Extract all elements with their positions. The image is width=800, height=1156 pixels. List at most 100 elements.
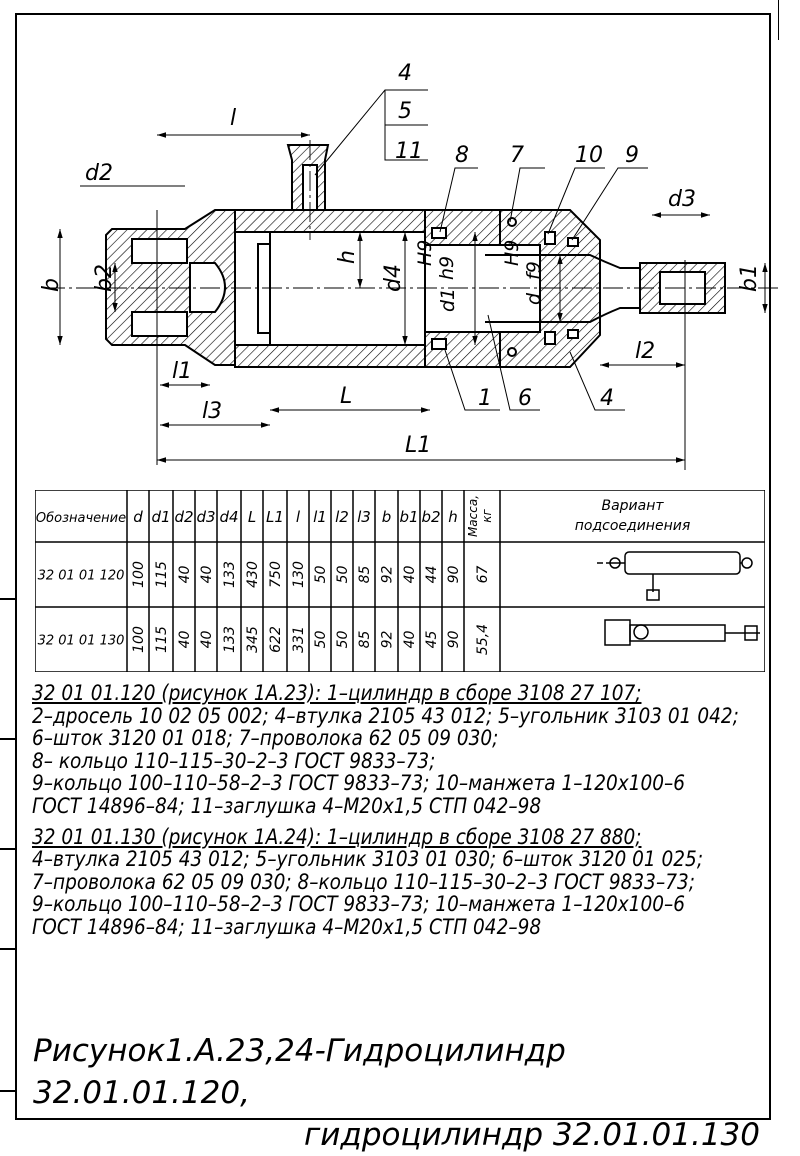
note-heading: 32 01 01.120 (рисунок 1А.23): 1–цилиндр … bbox=[32, 681, 642, 706]
note-heading: 32 01 01.130 (рисунок 1А.24): 1–цилиндр … bbox=[32, 824, 642, 850]
note-line: ГОСТ 14896–84; 11–заглушка 4–М20х1,5 СТП… bbox=[32, 793, 542, 819]
frame-edge-line bbox=[778, 0, 779, 40]
table-cell: 85 bbox=[357, 566, 373, 584]
table-cell: 90 bbox=[446, 566, 462, 584]
table-header: кг bbox=[480, 509, 494, 523]
fit-label: d bbox=[523, 292, 545, 305]
leader-label: 11 bbox=[395, 139, 423, 164]
table-cell: 50 bbox=[313, 566, 329, 584]
caption-line: Рисунок1.А.23,24-Гидроцилиндр 32.01.01.1… bbox=[33, 1033, 566, 1111]
table-cell: 115 bbox=[154, 561, 170, 588]
margin-mark bbox=[0, 598, 15, 600]
table-cell: 50 bbox=[335, 566, 351, 584]
fit-label: H9 bbox=[501, 240, 523, 266]
table-cell: 115 bbox=[154, 626, 170, 653]
table-header: L1 bbox=[266, 508, 284, 526]
leader-label: 4 bbox=[600, 386, 614, 411]
table-cell: 331 bbox=[291, 626, 307, 653]
table-header: Обозначение bbox=[36, 511, 126, 526]
table-cell: 32 01 01 120 bbox=[38, 569, 125, 584]
table-cell: 50 bbox=[313, 631, 329, 649]
table-header: l2 bbox=[335, 508, 349, 526]
note-line: 8– кольцо 110–115–30–2–3 ГОСТ 9833–73; bbox=[32, 748, 436, 774]
table-cell: 40 bbox=[177, 566, 193, 584]
leader-label: 8 bbox=[455, 143, 469, 168]
table-header: l bbox=[296, 508, 301, 526]
dim-label: d4 bbox=[381, 264, 406, 292]
table-cell: 750 bbox=[268, 561, 284, 588]
fit-label: d1 bbox=[437, 288, 459, 312]
table-cell: 40 bbox=[402, 631, 418, 649]
dim-label: l3 bbox=[202, 399, 222, 424]
dim-label: L bbox=[340, 384, 352, 409]
margin-mark bbox=[0, 1090, 15, 1092]
table-header: Вариант bbox=[601, 498, 664, 514]
dim-label: L1 bbox=[405, 433, 431, 458]
table-cell: 100 bbox=[131, 626, 147, 653]
table-header: d1 bbox=[151, 508, 170, 526]
table-cell: 40 bbox=[177, 631, 193, 649]
table-cell: 133 bbox=[222, 561, 238, 588]
leader-label: 1 bbox=[478, 386, 492, 411]
leader-label: 7 bbox=[510, 143, 524, 168]
fit-label: f9 bbox=[523, 261, 545, 280]
table-header: b2 bbox=[421, 508, 440, 526]
table-header: l3 bbox=[357, 508, 371, 526]
note-line: 7–проволока 62 05 09 030; 8–кольцо 110–1… bbox=[32, 869, 695, 895]
table-cell: 45 bbox=[424, 631, 440, 649]
fit-label: H9 bbox=[414, 240, 436, 266]
dim-label: b1 bbox=[737, 264, 762, 292]
table-header: b1 bbox=[399, 508, 418, 526]
leader-label: 5 bbox=[398, 99, 412, 124]
table-header: h bbox=[448, 508, 458, 526]
leader-label: 6 bbox=[518, 386, 532, 411]
table-header: l1 bbox=[313, 508, 327, 526]
variant-sketch bbox=[597, 551, 753, 601]
table-cell: 430 bbox=[245, 561, 261, 588]
dim-label: h bbox=[335, 250, 360, 264]
table-cell: 40 bbox=[402, 566, 418, 584]
leader-label: 10 bbox=[575, 143, 603, 168]
table-header: Масса, bbox=[466, 495, 480, 537]
table-header: d2 bbox=[174, 508, 193, 526]
parts-notes: 32 01 01.120 (рисунок 1А.23): 1–цилиндр … bbox=[32, 681, 739, 940]
margin-mark bbox=[0, 738, 15, 740]
table-header: L bbox=[248, 508, 256, 526]
table-cell: 92 bbox=[380, 631, 396, 649]
table-header: b bbox=[382, 508, 392, 526]
dim-label: d2 bbox=[85, 161, 113, 186]
dim-label: b bbox=[39, 278, 64, 292]
leader-label: 4 bbox=[398, 61, 412, 86]
variant-sketch bbox=[604, 619, 760, 646]
drawing-frame bbox=[15, 13, 771, 1120]
table-cell: 90 bbox=[446, 631, 462, 649]
table-header: d bbox=[133, 508, 143, 526]
table-cell: 133 bbox=[222, 626, 238, 653]
dim-label: b2 bbox=[92, 264, 117, 292]
table-cell: 67 bbox=[475, 566, 491, 584]
margin-mark bbox=[0, 848, 15, 850]
table-cell: 40 bbox=[199, 631, 215, 649]
note-line: ГОСТ 14896–84; 11–заглушка 4–М20х1,5 СТП… bbox=[32, 914, 542, 940]
caption-line: гидроцилиндр 32.01.01.130 bbox=[303, 1117, 760, 1153]
table-cell: 44 bbox=[424, 566, 440, 584]
note-line: 4–втулка 2105 43 012; 5–угольник 3103 01… bbox=[32, 847, 704, 873]
fit-label: h9 bbox=[436, 256, 458, 280]
table-cell: 32 01 01 130 bbox=[38, 634, 125, 649]
dim-label: l bbox=[230, 106, 236, 131]
table-cell: 130 bbox=[291, 561, 307, 588]
note-line: 9–кольцо 100–110–58–2–3 ГОСТ 9833–73; 10… bbox=[32, 892, 686, 918]
dim-label: l1 bbox=[172, 359, 192, 384]
table-header: d3 bbox=[196, 508, 215, 526]
table-cell: 622 bbox=[268, 626, 284, 653]
note-line: 6–шток 3120 01 018; 7–проволока 62 05 09… bbox=[32, 726, 499, 752]
dim-label: l2 bbox=[635, 339, 655, 364]
table-cell: 85 bbox=[357, 631, 373, 649]
table-cell: 345 bbox=[245, 626, 261, 653]
table-header: d4 bbox=[219, 508, 238, 526]
table-cell: 100 bbox=[131, 561, 147, 588]
table-cell: 55,4 bbox=[475, 624, 491, 655]
figure-caption: Рисунок1.А.23,24-Гидроцилиндр 32.01.01.1… bbox=[33, 1030, 768, 1156]
table-cell: 40 bbox=[199, 566, 215, 584]
